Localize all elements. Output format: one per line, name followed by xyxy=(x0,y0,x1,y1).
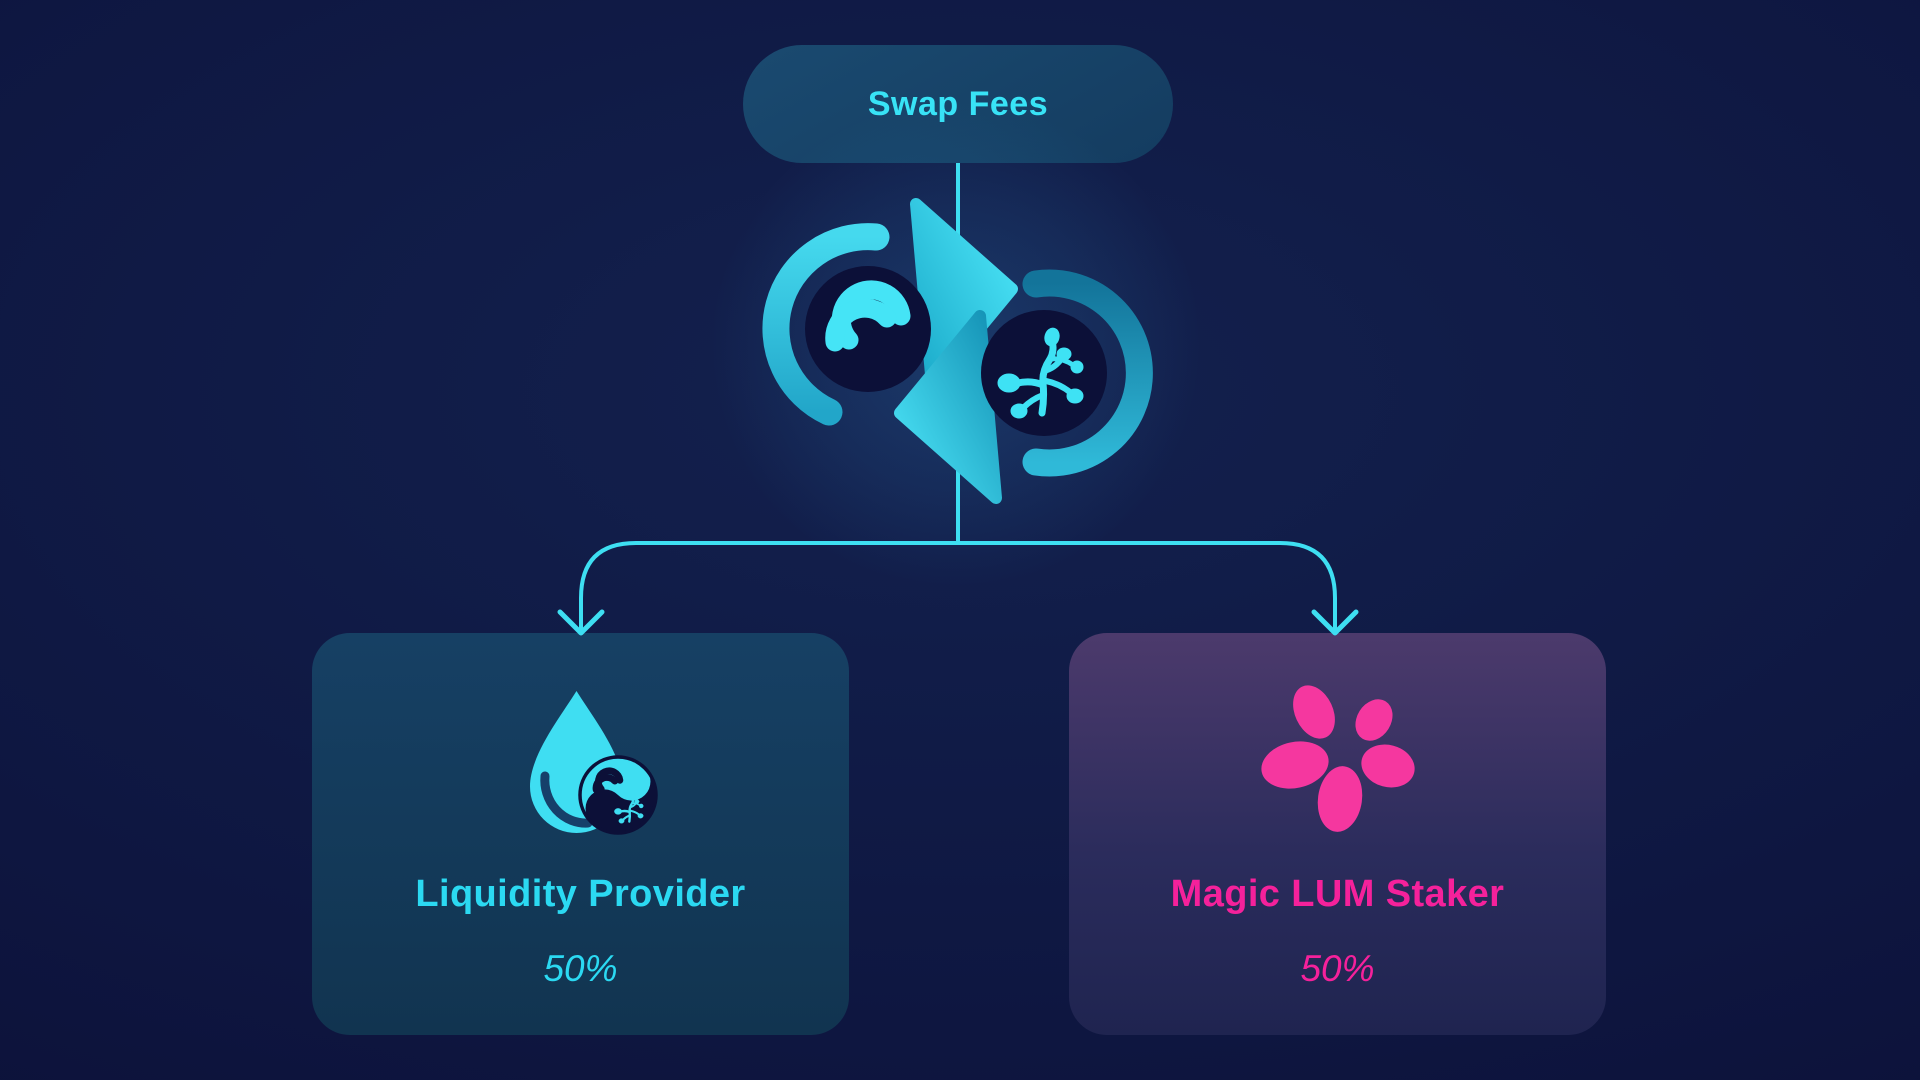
cycle-arrow-left-icon xyxy=(894,310,1002,504)
coral-token-icon xyxy=(981,310,1107,436)
swap-glow xyxy=(711,100,1201,590)
magic-lum-staker-title: Magic LUM Staker xyxy=(1170,873,1505,915)
liquidity-provider-card: Liquidity Provider 50% xyxy=(312,633,849,1035)
arrowhead-left-icon xyxy=(557,609,605,636)
arrowhead-right-icon xyxy=(1311,609,1359,636)
cycle-arc-left xyxy=(762,223,890,426)
magic-lum-staker-card: Magic LUM Staker 50% xyxy=(1069,633,1606,1035)
swap-fees-label: Swap Fees xyxy=(867,84,1049,123)
liquidity-provider-share: 50% xyxy=(543,948,618,989)
flow-branch-line xyxy=(579,541,1337,633)
cycle-arc-right xyxy=(1022,269,1153,477)
liquidity-provider-title: Liquidity Provider xyxy=(415,873,746,915)
swirl-token-icon xyxy=(805,266,931,392)
swap-fees-node: Swap Fees xyxy=(743,45,1173,163)
magic-lum-staker-share: 50% xyxy=(1300,948,1375,989)
cycle-arrow-right-icon xyxy=(910,198,1018,392)
swap-cycle-icon xyxy=(762,198,1153,504)
